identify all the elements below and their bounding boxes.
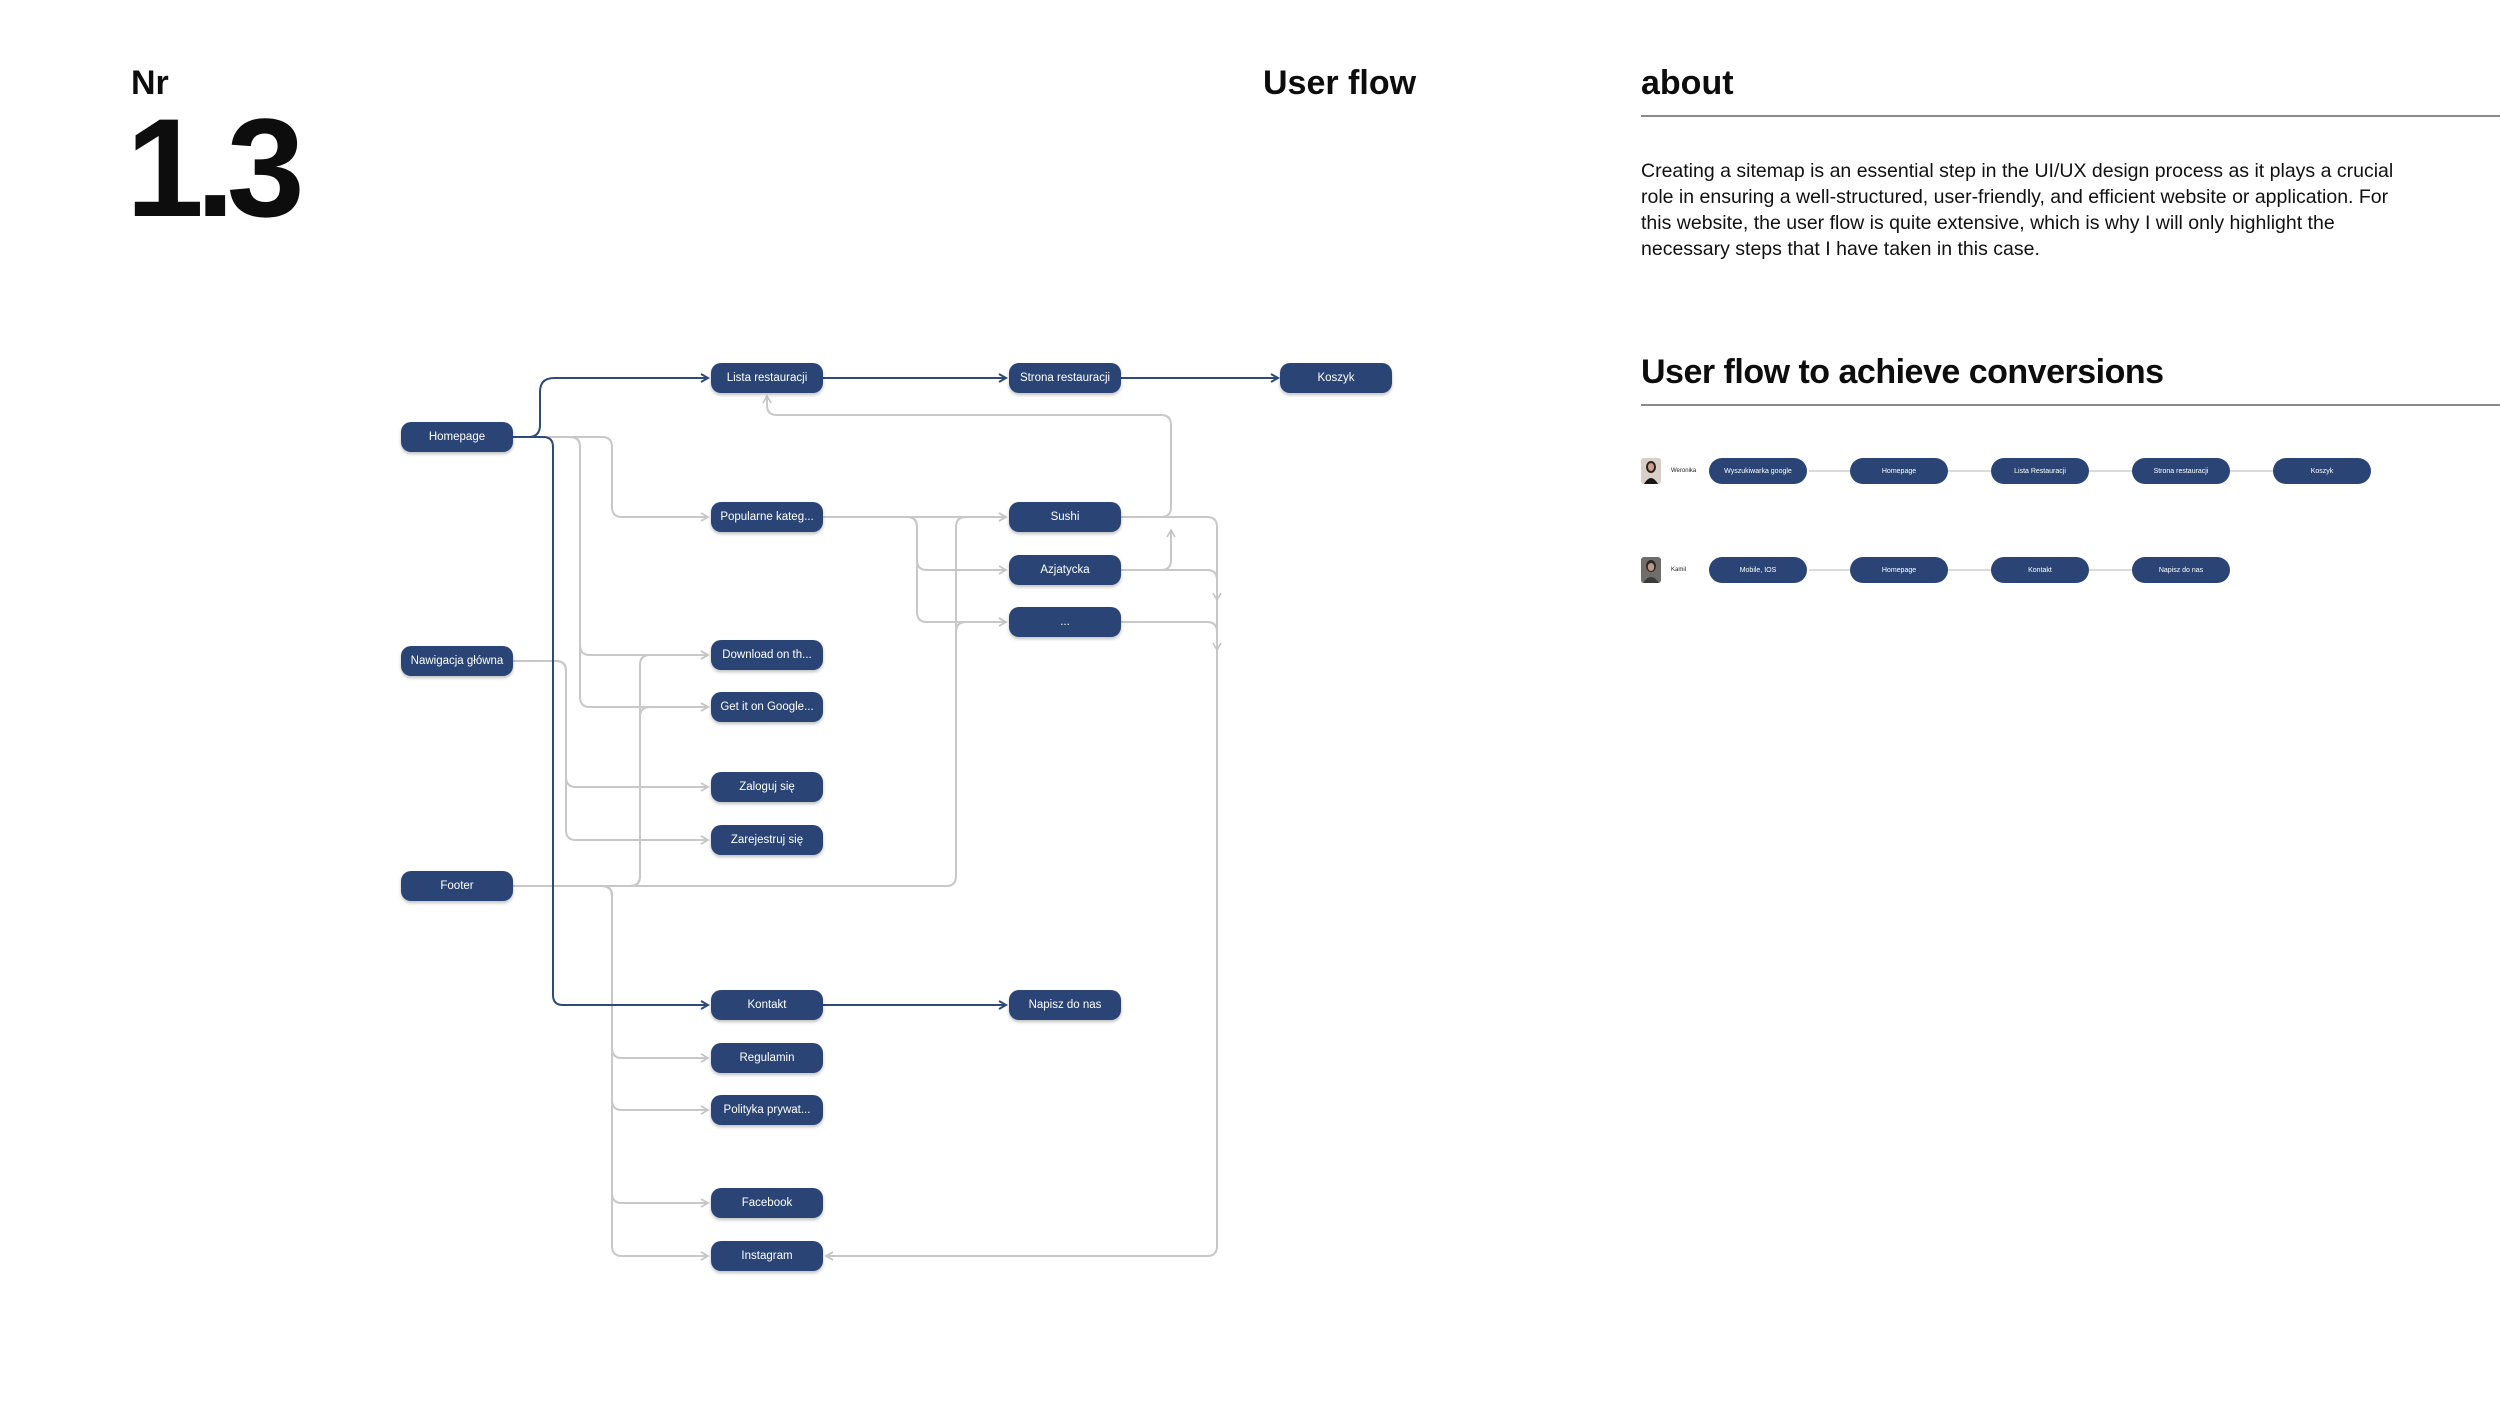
edge-homepage-download (513, 436, 710, 660)
conv-step: Napisz do nas (2132, 557, 2230, 583)
edge-footer-regulamin (513, 885, 710, 1063)
about-title: about (1641, 64, 1734, 102)
node-more-categories: ... (1009, 607, 1121, 637)
edge-footer-facebook (513, 885, 710, 1208)
edge-homepage-google (513, 436, 710, 712)
nr-label: Nr (131, 64, 169, 102)
node-koszyk: Koszyk (1280, 363, 1392, 393)
avatar-kamil (1641, 557, 1661, 583)
node-strona-restauracji: Strona restauracji (1009, 363, 1121, 393)
edge-footer-more (955, 617, 1008, 633)
edge-azjatycka-instagram (1121, 569, 1222, 602)
node-zaloguj: Zaloguj się (711, 772, 823, 802)
edge-popularne-more (823, 516, 1008, 627)
conv-step: Mobile, IOS (1709, 557, 1807, 583)
edge-nawigacja-zaloguj (513, 660, 710, 792)
persona-name-kamil: Kamil (1671, 567, 1687, 573)
edge-footer-polityka (513, 885, 710, 1115)
conversions-divider (1641, 404, 2500, 406)
edge-categories-lista (762, 394, 1172, 518)
edge-categories-instagram (824, 516, 1218, 1261)
conversions-title: User flow to achieve conversions (1641, 353, 2164, 391)
node-azjatycka: Azjatycka (1009, 555, 1121, 585)
node-facebook: Facebook (711, 1188, 823, 1218)
node-lista-restauracji: Lista restauracji (711, 363, 823, 393)
node-polityka-prywatnosci: Polityka prywat... (711, 1095, 823, 1125)
edge-footer-instagram (513, 885, 710, 1261)
edge-footer-google (513, 702, 710, 887)
edge-footer-download (513, 650, 710, 887)
conv-step: Koszyk (2273, 458, 2371, 484)
persona-name-weronika: Weronika (1671, 468, 1697, 474)
conv-step: Lista Restauracji (1991, 458, 2089, 484)
avatar-weronika (1641, 458, 1661, 484)
conv-step: Strona restauracji (2132, 458, 2230, 484)
node-zarejestruj: Zarejestruj się (711, 825, 823, 855)
edge-nawigacja-zarejestruj (513, 660, 710, 845)
edge-azjatycka-lista (1121, 528, 1176, 571)
node-instagram: Instagram (711, 1241, 823, 1271)
conv-step: Homepage (1850, 458, 1948, 484)
node-google-play: Get it on Google... (711, 692, 823, 722)
node-kontakt: Kontakt (711, 990, 823, 1020)
edge-homepage-lista (513, 378, 708, 438)
node-homepage: Homepage (401, 422, 513, 452)
node-popularne-kategorie: Popularne kateg... (711, 502, 823, 532)
edge-popularne-azjatycka (823, 516, 1008, 575)
about-text: Creating a sitemap is an essential step … (1641, 160, 2394, 260)
user-flow-title: User flow (1263, 64, 1417, 102)
conv-step: Homepage (1850, 557, 1948, 583)
node-download-app-store: Download on th... (711, 640, 823, 670)
node-sushi: Sushi (1009, 502, 1121, 532)
about-divider (1641, 115, 2500, 117)
node-footer: Footer (401, 871, 513, 901)
edge-more-instagram (1121, 621, 1222, 652)
conv-step: Wyszukiwarka google (1709, 458, 1807, 484)
edge-homepage-popularne (513, 436, 710, 522)
section-number: 1.3 (126, 89, 305, 246)
node-regulamin: Regulamin (711, 1043, 823, 1073)
node-nawigacja-glowna: Nawigacja główna (401, 646, 513, 676)
conv-step: Kontakt (1991, 557, 2089, 583)
node-napisz-do-nas: Napisz do nas (1009, 990, 1121, 1020)
edge-homepage-kontakt (513, 436, 708, 1005)
